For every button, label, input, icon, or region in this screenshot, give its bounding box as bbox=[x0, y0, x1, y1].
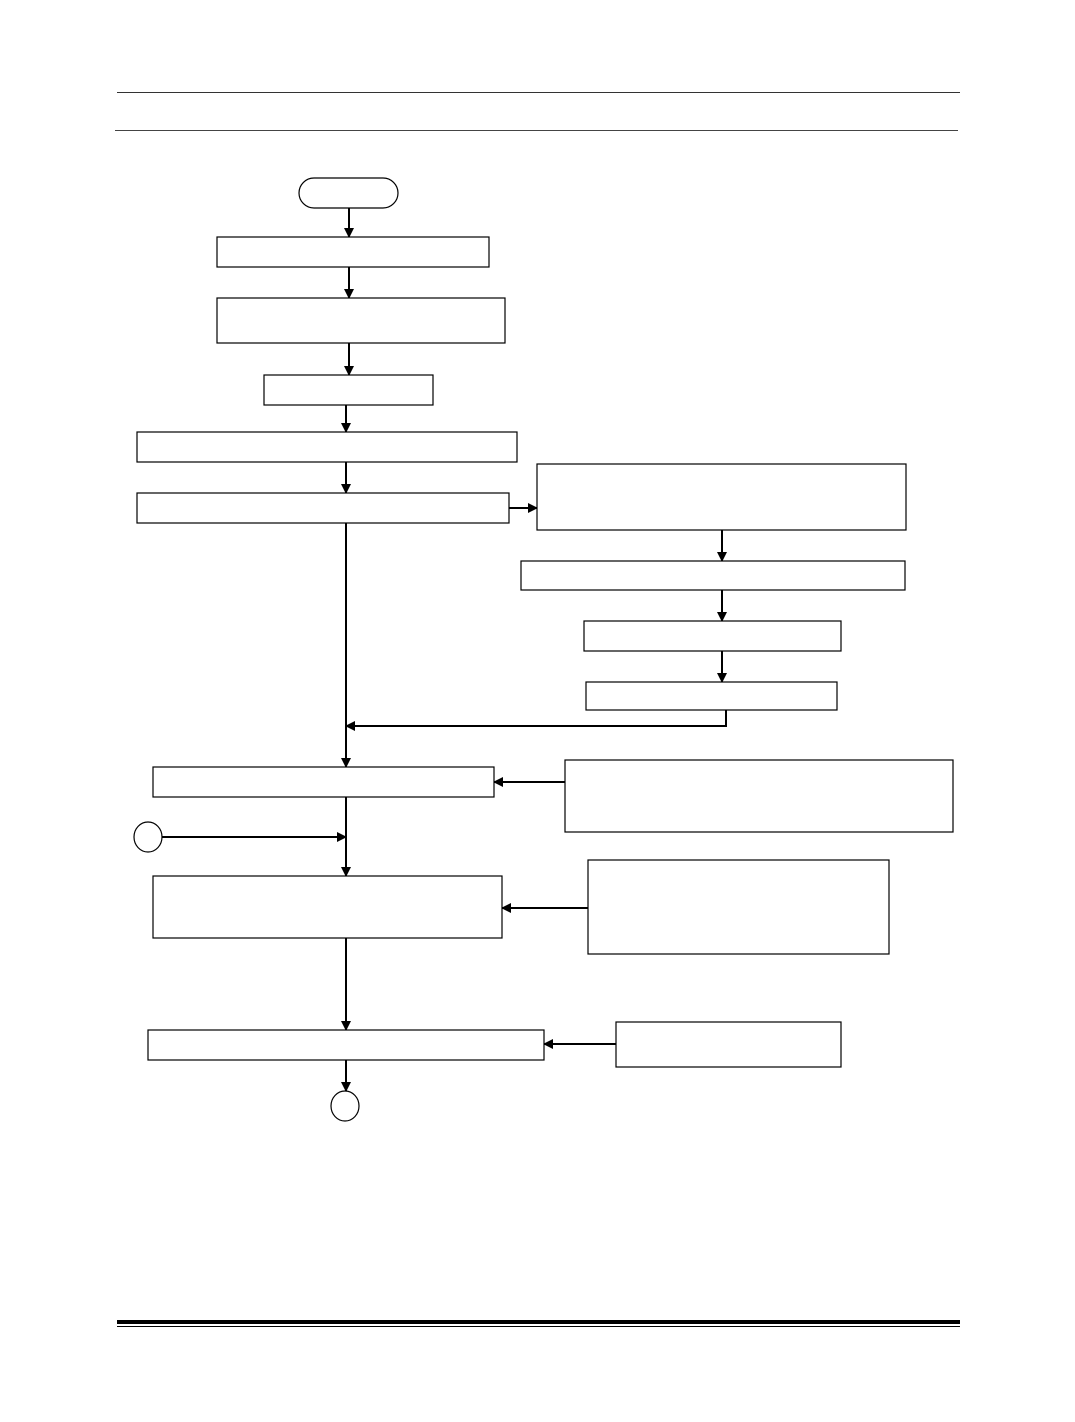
footer-rule-thin bbox=[117, 1326, 960, 1327]
node-box-14 bbox=[147, 1029, 545, 1061]
node-connector-out bbox=[330, 1090, 360, 1122]
node-start bbox=[298, 177, 399, 209]
node-box-4 bbox=[136, 431, 518, 463]
node-box-1 bbox=[216, 236, 490, 268]
nodes-layer bbox=[133, 177, 954, 1122]
edges-layer bbox=[162, 208, 727, 1092]
node-box-15 bbox=[615, 1021, 842, 1068]
header-rule-bottom bbox=[115, 130, 958, 131]
node-box-7 bbox=[520, 560, 906, 591]
node-box-3 bbox=[263, 374, 434, 406]
header-rule-top bbox=[117, 92, 960, 93]
node-connector-in bbox=[133, 821, 163, 853]
footer-rule-thick bbox=[117, 1320, 960, 1324]
node-box-9 bbox=[585, 681, 838, 711]
node-box-6 bbox=[536, 463, 907, 531]
edge-box-9-to-box-10 bbox=[345, 710, 727, 731]
node-box-5 bbox=[136, 492, 510, 524]
node-box-11 bbox=[564, 759, 954, 833]
node-box-2 bbox=[216, 297, 506, 344]
node-box-13 bbox=[587, 859, 890, 955]
node-box-12 bbox=[152, 875, 503, 939]
node-box-10 bbox=[152, 766, 495, 798]
node-box-8 bbox=[583, 620, 842, 652]
